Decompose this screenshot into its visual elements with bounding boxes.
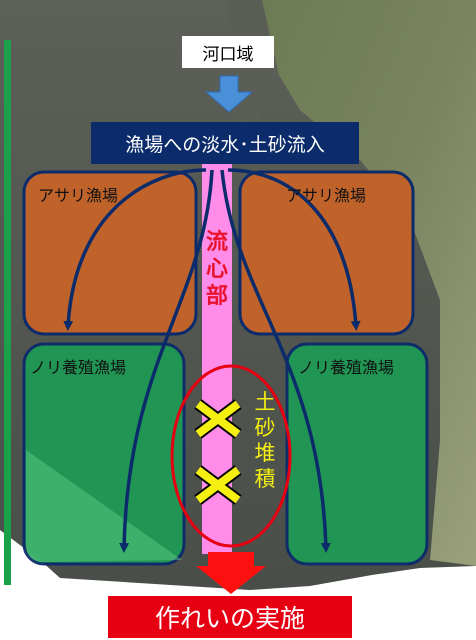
mainstream-label: 流 心 部 xyxy=(200,230,234,310)
mainstream-char: 部 xyxy=(205,283,228,309)
nori-farm-left xyxy=(22,342,186,566)
sediment-char: 砂 xyxy=(254,415,276,440)
land-area xyxy=(240,0,476,566)
estuary-label: 河口域 xyxy=(182,36,274,68)
cross-icon xyxy=(194,465,242,505)
down-arrow-icon xyxy=(204,75,254,113)
mainstream-char: 心 xyxy=(205,256,228,282)
flow-arrow-nori-right xyxy=(220,169,331,553)
sediment-char: 堆 xyxy=(254,441,276,466)
sediment-ellipse xyxy=(170,364,292,548)
mainstream-char: 流 xyxy=(205,230,228,255)
implementation-banner: 作れいの実施 xyxy=(108,596,352,638)
sediment-char: 土 xyxy=(254,390,276,414)
down-arrow-icon xyxy=(196,552,266,594)
nori-farm-left-label: ノリ養殖漁場 xyxy=(30,358,127,377)
nori-farm-right-label: ノリ養殖漁場 xyxy=(298,358,395,377)
flow-arrow-clam-right xyxy=(227,168,361,331)
cross-icon xyxy=(194,399,242,439)
left-edge-strip xyxy=(4,40,11,585)
inflow-label: 漁場への淡水･土砂流入 xyxy=(91,122,359,164)
flow-arrow-clam-left xyxy=(63,168,207,331)
flow-arrow-nori-left xyxy=(119,169,214,553)
sediment-char: 積 xyxy=(254,466,276,491)
clam-fishery-left-label: アサリ漁場 xyxy=(38,186,119,205)
nori-farm-left-light xyxy=(26,450,182,562)
clam-fishery-right-label: アサリ漁場 xyxy=(286,186,367,205)
sediment-label: 土 砂 堆 積 xyxy=(248,390,282,492)
